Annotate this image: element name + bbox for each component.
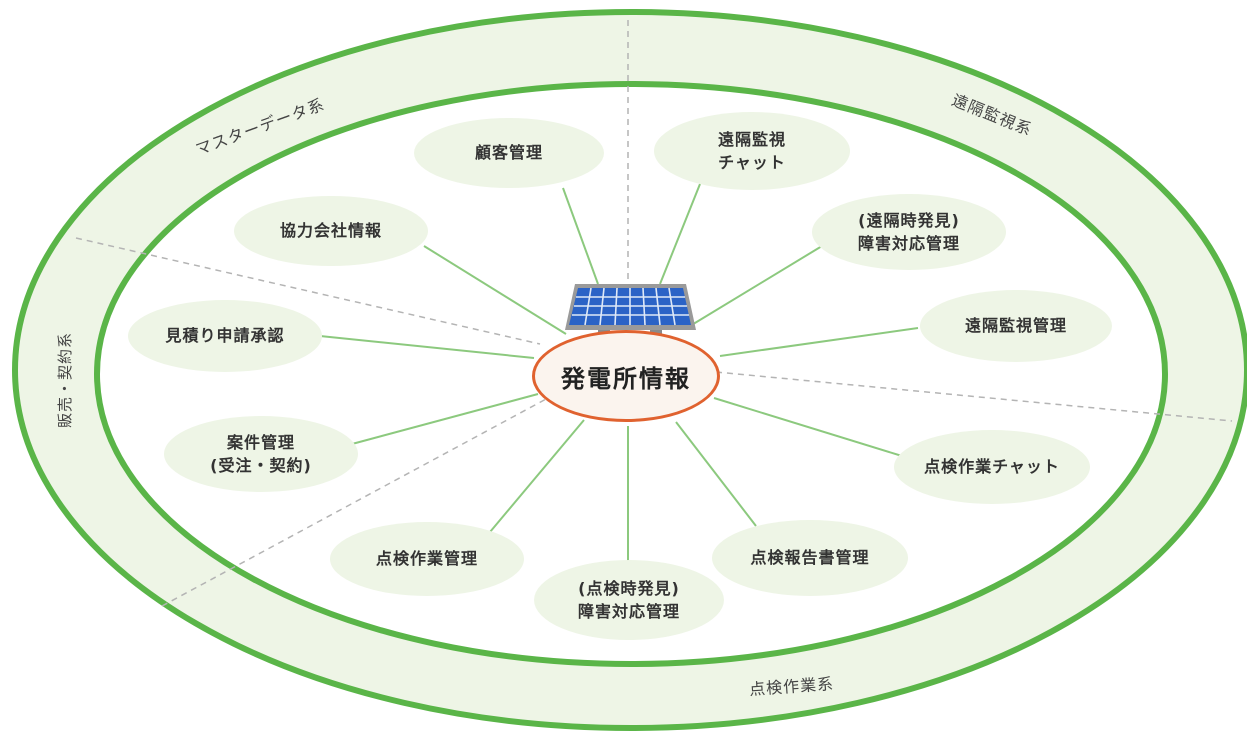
node-inspection-work-chat: 点検作業チャット bbox=[894, 430, 1090, 504]
connector-estimate bbox=[319, 335, 535, 359]
connectors bbox=[319, 183, 919, 564]
node-label-line2: (受注・契約) bbox=[210, 456, 312, 475]
connector-inspection-chat bbox=[713, 397, 903, 457]
connector-project bbox=[351, 393, 539, 445]
node-project-management: 案件管理 (受注・契約) bbox=[164, 416, 358, 492]
connector-inspection-mgmt bbox=[489, 419, 585, 533]
node-label-line1: (遠隔時発見) bbox=[858, 210, 960, 230]
center-power-plant-info: 発電所情報 bbox=[532, 330, 720, 422]
node-remote-monitoring-management: 遠隔監視管理 bbox=[920, 290, 1112, 362]
connector-remote-mgmt bbox=[719, 327, 919, 357]
connector-report bbox=[675, 421, 757, 527]
node-inspection-fault-management: (点検時発見) 障害対応管理 bbox=[534, 560, 724, 640]
sector-label-sales: 販売・契約系 bbox=[56, 332, 74, 428]
node-label-line1: 遠隔監視 bbox=[717, 129, 786, 149]
node-customer-management: 顧客管理 bbox=[414, 118, 604, 188]
divider-left bbox=[75, 237, 541, 345]
node-remote-monitoring-chat: 遠隔監視 チャット bbox=[654, 112, 850, 190]
node-label: 見積り申請承認 bbox=[165, 326, 285, 346]
connector-partner bbox=[423, 245, 567, 335]
solar-panel-icon bbox=[565, 284, 696, 338]
node-label: 点検作業管理 bbox=[375, 549, 478, 569]
node-inspection-report-management: 点検報告書管理 bbox=[712, 520, 908, 596]
sector-dividers bbox=[75, 20, 1233, 607]
node-label: 点検報告書管理 bbox=[750, 548, 870, 568]
center-label: 発電所情報 bbox=[561, 364, 691, 393]
divider-right bbox=[715, 371, 1233, 422]
node-remote-fault-management: (遠隔時発見) 障害対応管理 bbox=[812, 194, 1006, 270]
node-label-line1: (点検時発見) bbox=[578, 578, 680, 598]
node-label: 遠隔監視管理 bbox=[964, 316, 1067, 336]
node-label-line2: 障害対応管理 bbox=[857, 234, 960, 253]
divider-bottom bbox=[161, 397, 549, 607]
connector-remote-fault bbox=[689, 245, 823, 327]
node-partner-company-info: 協力会社情報 bbox=[234, 196, 428, 266]
connector-remote-chat bbox=[659, 183, 701, 285]
connector-customer bbox=[562, 187, 599, 285]
node-inspection-work-management: 点検作業管理 bbox=[330, 522, 524, 596]
node-estimate-approval: 見積り申請承認 bbox=[128, 300, 322, 372]
node-label: 顧客管理 bbox=[474, 143, 543, 163]
node-label-line2: 障害対応管理 bbox=[577, 602, 680, 621]
node-label-line2: チャット bbox=[718, 153, 786, 172]
node-label: 協力会社情報 bbox=[279, 221, 382, 241]
node-label-line1: 案件管理 bbox=[226, 432, 295, 452]
node-label: 点検作業チャット bbox=[924, 457, 1060, 477]
